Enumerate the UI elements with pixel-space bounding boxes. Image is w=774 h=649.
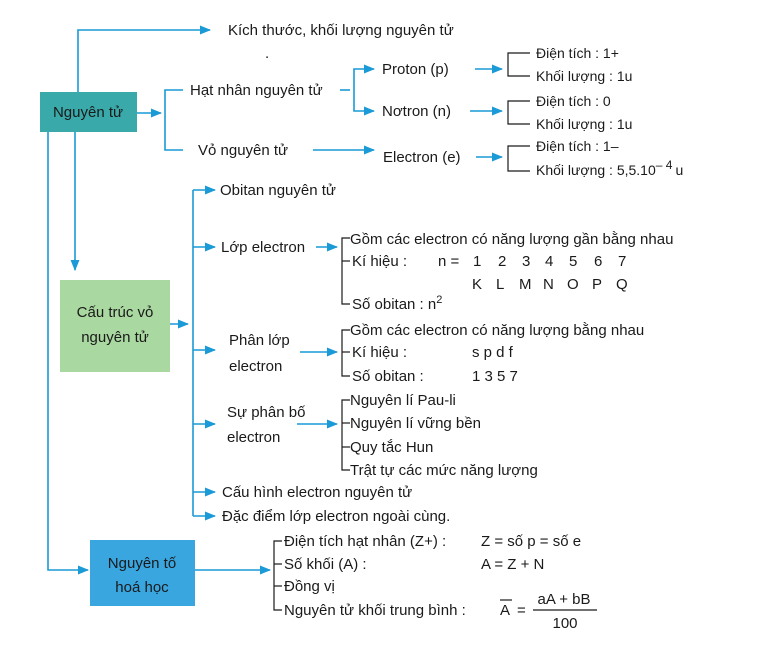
layer-letter: Q bbox=[616, 276, 628, 293]
layer-letters: K L M N O P Q bbox=[472, 276, 628, 293]
dot-mark: . bbox=[265, 45, 269, 62]
electron-mass-exp: – 4 bbox=[656, 158, 673, 172]
mass-number-label: Số khối (A) : bbox=[284, 556, 367, 573]
layer-text: Lớp electron bbox=[221, 239, 305, 256]
layer-letter: P bbox=[592, 276, 602, 293]
electron-mass-unit: u bbox=[675, 162, 683, 178]
box-nguyen-tu-label: Nguyên tử bbox=[53, 104, 123, 121]
layer-orbitals-exp: 2 bbox=[436, 294, 442, 306]
outer-layer-text: Đặc điểm lớp electron ngoài cùng. bbox=[222, 508, 450, 525]
n-value: 1 bbox=[473, 253, 481, 270]
box-cau-truc-line1: Cấu trúc vỏ bbox=[77, 304, 154, 321]
sublayer-line1: Phân lớp bbox=[229, 332, 290, 349]
fraction-numerator: aA + bB bbox=[538, 591, 591, 608]
n-value: 3 bbox=[522, 253, 530, 270]
sublayer-orbitals-label: Số obitan : bbox=[352, 368, 424, 385]
n-label: n = bbox=[438, 253, 460, 270]
neutron-mass: Khối lượng : 1u bbox=[536, 116, 632, 132]
brackets-particles bbox=[507, 52, 530, 172]
layer-letter: L bbox=[496, 276, 504, 293]
box-nguyen-to-line1: Nguyên tố bbox=[108, 555, 177, 572]
box-nguyen-to: Nguyên tố hoá học bbox=[90, 540, 195, 606]
n-value: 5 bbox=[569, 253, 577, 270]
fraction-denominator: 100 bbox=[552, 615, 577, 632]
nucleus-text: Hạt nhân nguyên tử bbox=[190, 82, 323, 99]
layer-letter: N bbox=[543, 276, 554, 293]
mass-number-formula: A = Z + N bbox=[481, 556, 544, 573]
sublayer-line2: electron bbox=[229, 358, 282, 375]
electron-text: Electron (e) bbox=[383, 149, 461, 166]
connectors-shell bbox=[170, 185, 339, 521]
sublayer-desc: Gồm các electron có năng lượng bằng nhau bbox=[350, 322, 644, 339]
energy-order: Trật tự các mức năng lượng bbox=[350, 462, 538, 479]
n-value: 4 bbox=[545, 253, 553, 270]
distribution-line2: electron bbox=[227, 429, 280, 446]
n-values: 1 2 3 4 5 6 7 bbox=[473, 253, 626, 270]
pauli-principle: Nguyên lí Pau-li bbox=[350, 392, 456, 409]
layer-orbitals-label: Số obitan : n bbox=[352, 296, 436, 313]
layer-symbol-label: Kí hiệu : bbox=[352, 253, 407, 270]
brackets-shell bbox=[341, 237, 350, 471]
box-nguyen-to-line2: hoá học bbox=[115, 579, 169, 596]
n-value: 6 bbox=[594, 253, 602, 270]
stability-principle: Nguyên lí vững bền bbox=[350, 415, 481, 432]
nuclear-charge-formula: Z = số p = số e bbox=[481, 533, 581, 550]
n-value: 7 bbox=[618, 253, 626, 270]
layer-letter: O bbox=[567, 276, 579, 293]
avg-mass-label: Nguyên tử khối trung bình : bbox=[284, 602, 466, 619]
neutron-text: Nơtron (n) bbox=[382, 103, 451, 120]
layer-letter: K bbox=[472, 276, 482, 293]
box-cau-truc-line2: nguyên tử bbox=[81, 329, 149, 346]
neutron-charge: Điện tích : 0 bbox=[536, 93, 611, 109]
proton-text: Proton (p) bbox=[382, 61, 449, 78]
sublayer-symbol-label: Kí hiệu : bbox=[352, 344, 407, 361]
layer-desc: Gồm các electron có năng lượng gần bằng … bbox=[350, 231, 673, 248]
electron-charge: Điện tích : 1– bbox=[536, 138, 619, 154]
avg-symbol: A bbox=[500, 602, 510, 619]
proton-charge: Điện tích : 1+ bbox=[536, 45, 619, 61]
layer-letter: M bbox=[519, 276, 532, 293]
distribution-line1: Sự phân bố bbox=[227, 404, 306, 421]
layer-orbitals: Số obitan : n2 bbox=[352, 294, 442, 313]
hund-rule: Quy tắc Hun bbox=[350, 439, 433, 456]
avg-mass-formula: A = aA + bB 100 bbox=[500, 591, 597, 632]
nuclear-charge-label: Điện tích hạt nhân (Z+) : bbox=[284, 533, 446, 550]
box-nguyen-tu: Nguyên tử bbox=[40, 92, 137, 132]
n-value: 2 bbox=[498, 253, 506, 270]
connectors-atom bbox=[47, 25, 504, 575]
shell-text: Vỏ nguyên tử bbox=[198, 142, 288, 159]
size-mass-text: Kích thước, khối lượng nguyên tử bbox=[228, 22, 454, 39]
configuration-text: Cấu hình electron nguyên tử bbox=[222, 484, 412, 501]
proton-mass: Khối lượng : 1u bbox=[536, 68, 632, 84]
equals-sign: = bbox=[517, 602, 526, 619]
sublayer-orbitals: 1 3 5 7 bbox=[472, 368, 518, 385]
bracket-element bbox=[195, 540, 282, 611]
sublayer-symbols: s p d f bbox=[472, 344, 514, 361]
orbital-text: Obitan nguyên tử bbox=[220, 182, 336, 199]
box-cau-truc-vo: Cấu trúc vỏ nguyên tử bbox=[60, 280, 170, 372]
electron-mass-prefix: Khối lượng : 5,5.10 bbox=[536, 162, 656, 178]
isotope-text: Đồng vị bbox=[284, 578, 335, 595]
